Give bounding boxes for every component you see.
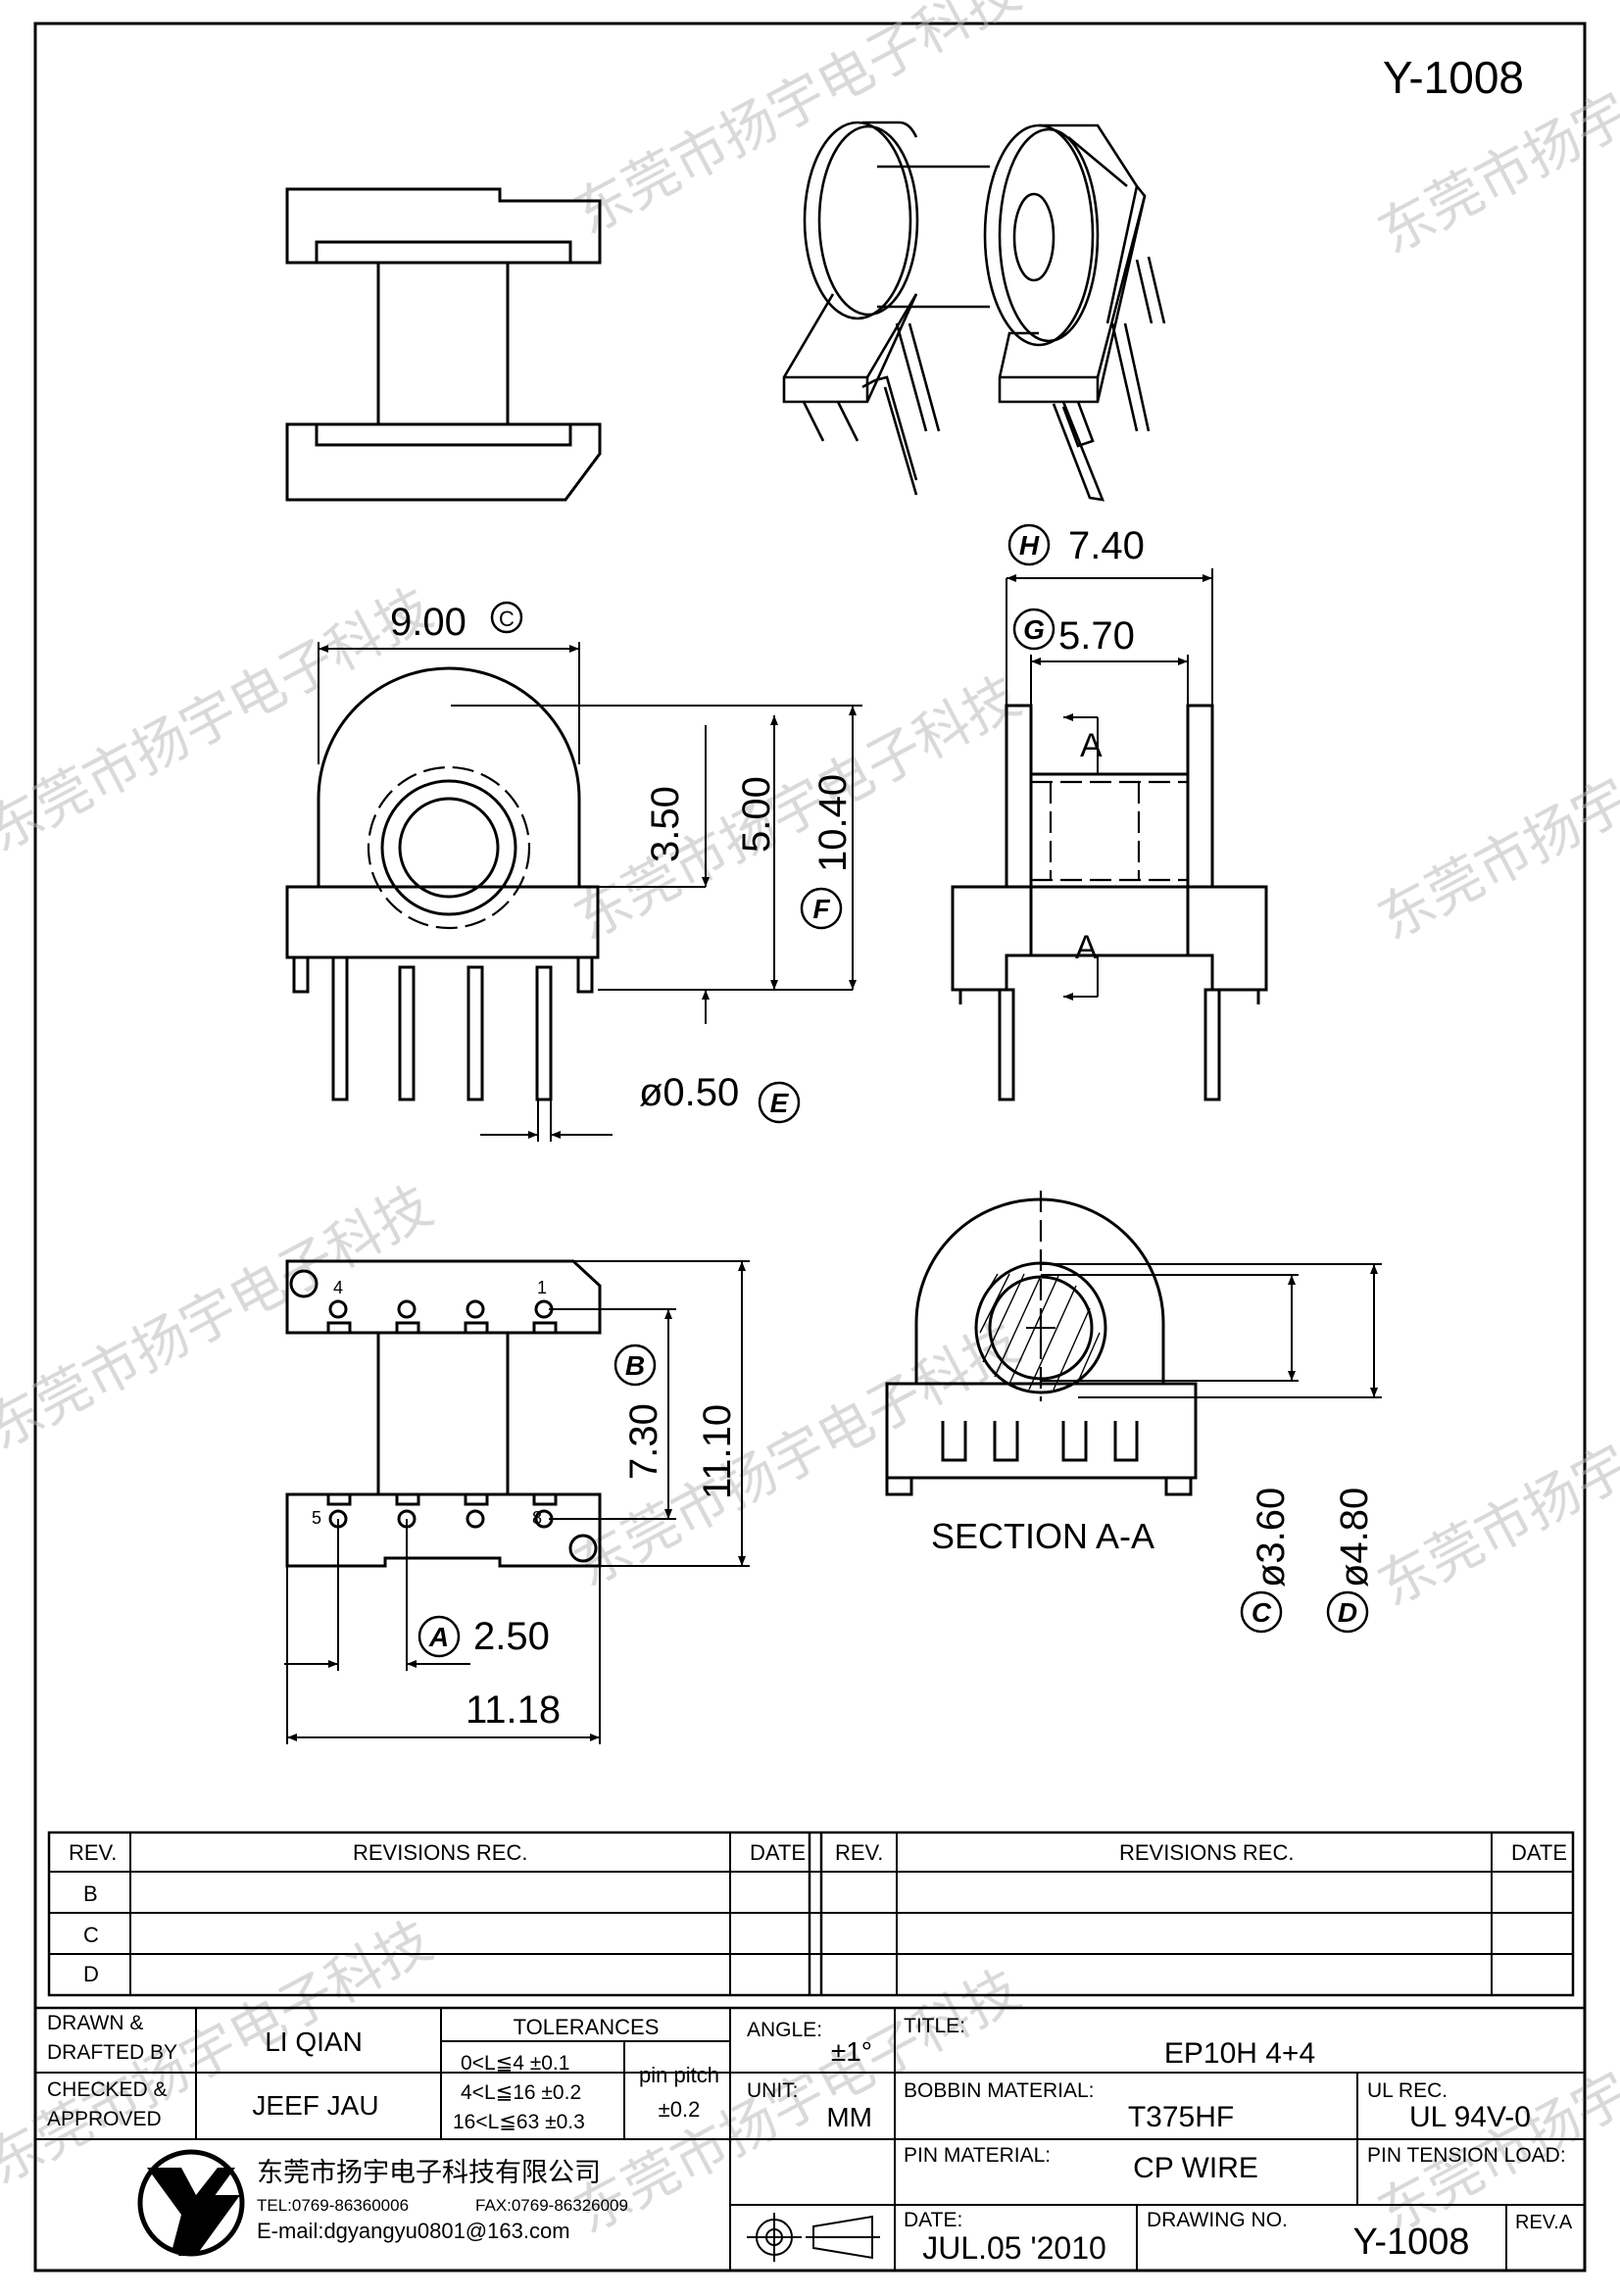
section-cross [1026,1313,1055,1343]
section-label: SECTION A-A [931,1516,1154,1556]
pin-pitch-value: ±0.2 [659,2097,701,2122]
dim-1040-value: 10.40 [811,774,855,872]
bobbin-value: T375HF [1128,2101,1234,2133]
drawn-label: DRAWN & DRAFTED BY [47,2012,178,2064]
title-value: EP10H 4+4 [1164,2037,1315,2070]
tag-e: E [770,1088,790,1118]
tag-b: B [625,1350,645,1381]
pin-number: 8 [532,1508,542,1528]
date-header: DATE [750,1840,806,1865]
rev-row: D [83,1962,99,1986]
dim-c-value: ø3.60 [1250,1488,1293,1588]
tag-circles [417,523,1369,1658]
date-label: DATE: [904,2209,962,2231]
rev-header: REV. [69,1840,117,1865]
rev-row: B [83,1881,98,1906]
watermark: 东莞市扬宇电子科技 [1368,1331,1620,1617]
unit-label: UNIT: [747,2079,799,2102]
rev-label: REV.A [1515,2212,1573,2233]
tag-f: F [812,894,830,924]
unit-value: MM [826,2102,872,2132]
pin-tension-label: PIN TENSION LOAD: [1367,2144,1566,2167]
projection-symbol-icon [747,2213,880,2262]
dim-1118-value: 11.18 [466,1688,561,1732]
tag-letters: H G C F E B A C D [428,530,1357,1652]
dim-pin-value: ø0.50 [639,1071,739,1114]
watermark: 东莞市扬宇电子科技 [565,664,1030,951]
company-name: 东莞市扬宇电子科技有限公司 [257,2158,601,2187]
dim-w-value: 9.00 [390,601,466,644]
drawing-no-value: Y-1008 [1352,2222,1469,2263]
title-block: DRAWN & DRAFTED BY LI QIAN CHECKED & APP… [47,2012,1573,2266]
dim-500-value: 5.00 [735,776,778,853]
pin-material-label: PIN MATERIAL: [904,2144,1051,2167]
tag-a: A [428,1622,449,1652]
drawing-lines [33,121,1587,2272]
hidden-lines [367,765,1188,1401]
rec-header: REVISIONS REC. [353,1840,527,1865]
pin-material-value: CP WIRE [1133,2152,1258,2184]
pin-number: 1 [537,1278,547,1297]
company-fax: FAX:0769-86326009 [475,2196,628,2215]
tolerances-label: TOLERANCES [514,2015,660,2039]
bobbin-label: BOBBIN MATERIAL: [904,2079,1095,2102]
pins-side [292,955,594,1101]
company-email: E-mail:dgyangyu0801@163.com [257,2219,570,2243]
ul-label: UL REC. [1367,2079,1448,2102]
company-logo [137,2149,245,2257]
pin-numbers: 4 1 5 8 [312,1278,547,1528]
date-header: DATE [1511,1840,1567,1865]
pin-number: 5 [312,1508,321,1528]
dimension-labels: 7.40 5.70 9.00 3.50 5.00 10.40 ø0.50 7.3… [390,524,1376,1732]
tol-row: 0<L≦4 ±0.1 [461,2052,569,2075]
section-marker-top: A [1080,727,1103,764]
dim-1110-value: 11.10 [696,1404,739,1499]
dim-g-value: 5.70 [1058,614,1135,658]
dim-a-value: 2.50 [473,1615,550,1658]
section-markers: A A [1075,727,1103,966]
dim-h-value: 7.40 [1068,524,1145,567]
watermark: 东莞市扬宇电子科技 [0,1174,442,1460]
checked-label: CHECKED & APPROVED BY [47,2078,168,2138]
tag-c-small: C [499,607,515,631]
pin-number: 4 [333,1278,343,1297]
drawing-no-label: DRAWING NO. [1147,2209,1288,2231]
tag-d: D [1338,1597,1357,1628]
tag-c: C [1252,1597,1272,1628]
checked-value: JEEF JAU [252,2090,378,2121]
tol-row: 4<L≦16 ±0.2 [461,2081,581,2104]
dim-d-value: ø4.80 [1333,1488,1376,1588]
company-tel: TEL:0769-86360006 [257,2196,409,2215]
date-value: JUL.05 '2010 [922,2230,1106,2266]
rec-header: REVISIONS REC. [1119,1840,1294,1865]
tag-h: H [1019,530,1040,561]
watermark: 东莞市扬宇电子科技 [565,0,1030,246]
dim-350-value: 3.50 [644,786,687,862]
watermark: 东莞市扬宇电子科技 [0,576,442,862]
angle-label: ANGLE: [747,2019,822,2041]
tol-row: 16<L≦63 ±0.3 [453,2111,585,2133]
watermark: 东莞市扬宇电子科技 [1368,664,1620,951]
pin-pitch-label: pin pitch [639,2063,719,2087]
pin-holes [326,1299,558,1529]
drawn-value: LI QIAN [265,2027,363,2057]
top-flange-outline [285,187,602,265]
watermark: 东莞市扬宇电子科技 [1368,0,1620,266]
revision-table: REV. REVISIONS REC. DATE REV. REVISIONS … [69,1840,1567,1986]
section-hatch [979,1273,1101,1391]
ul-value: UL 94V-0 [1409,2101,1531,2133]
title-label: TITLE: [904,2015,965,2037]
angle-value: ±1° [831,2036,872,2067]
dim-b-value: 7.30 [622,1403,665,1480]
rev-row: C [83,1923,99,1947]
header-code: Y-1008 [1383,52,1524,103]
tag-g: G [1023,614,1045,645]
section-marker-bottom: A [1075,929,1098,966]
rev-header: REV. [835,1840,883,1865]
dimension-lines [284,568,1382,1744]
